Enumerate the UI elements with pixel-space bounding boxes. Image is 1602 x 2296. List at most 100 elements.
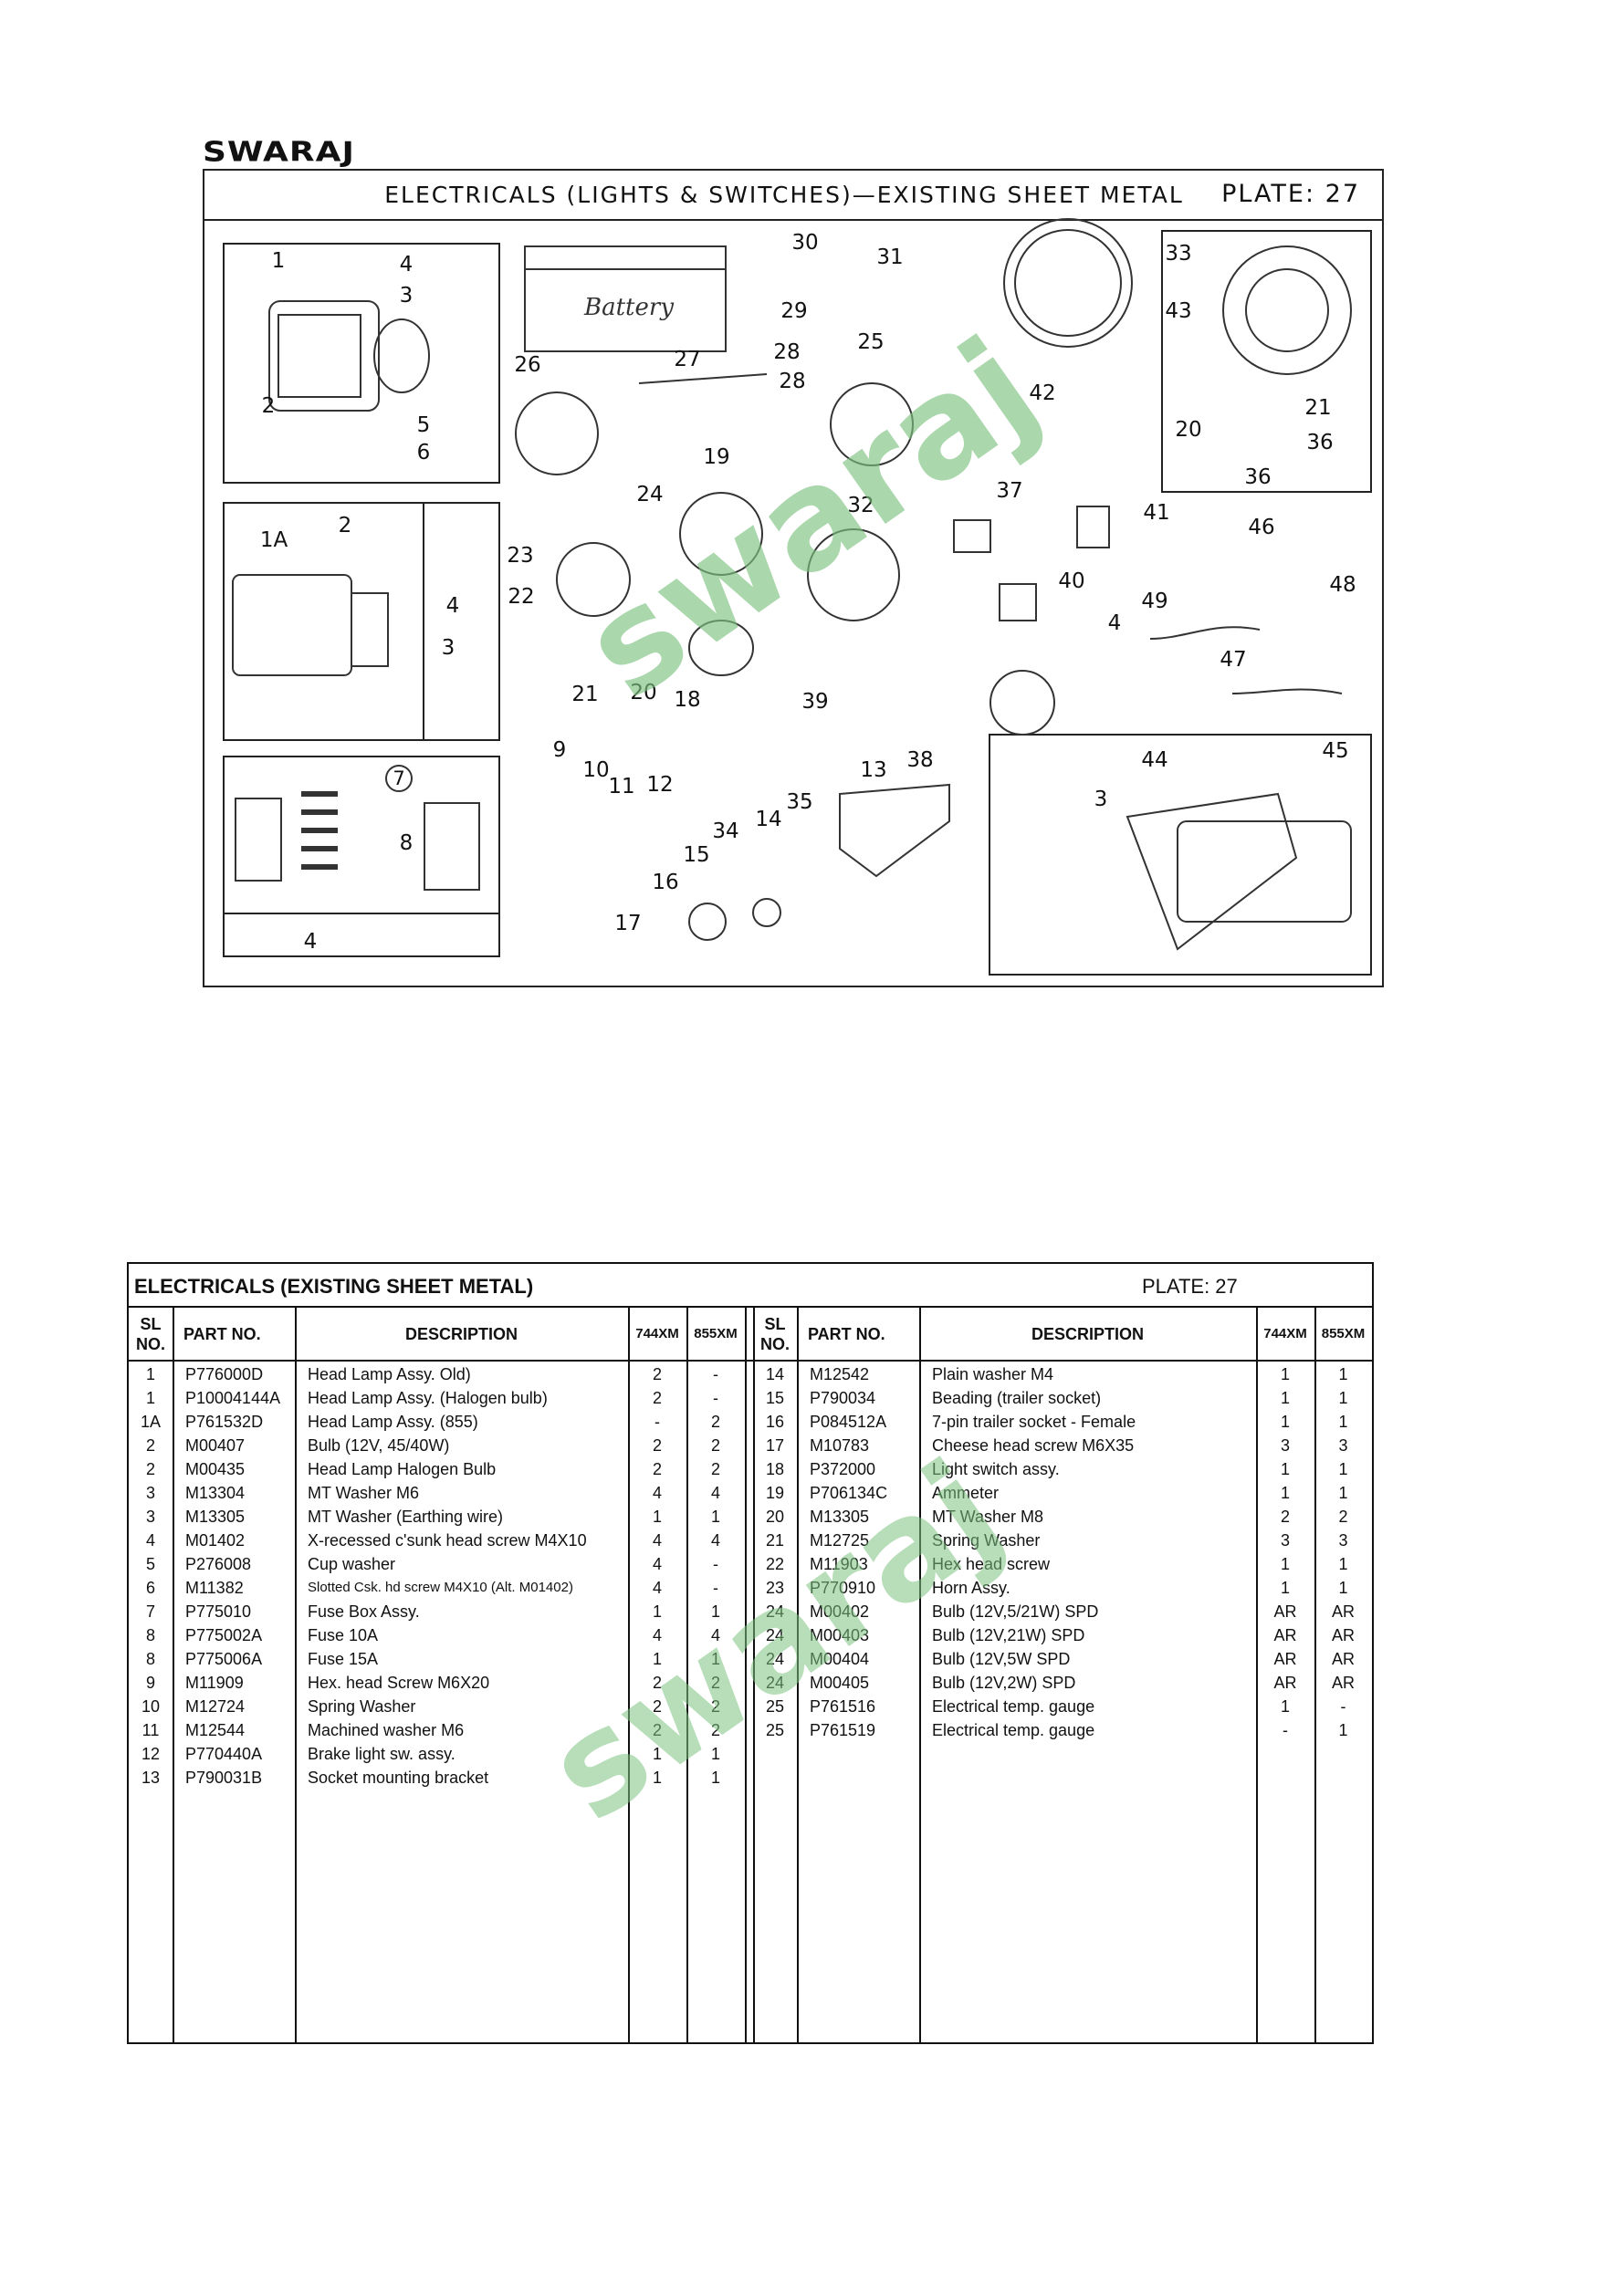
cell-qty-744xm: 2 xyxy=(652,1436,662,1455)
cell-description: Head Lamp Halogen Bulb xyxy=(308,1460,497,1478)
cell-qty-744xm: 2 xyxy=(652,1721,662,1739)
cell-description: Spring Washer xyxy=(932,1531,1041,1550)
battery-label: Battery xyxy=(583,294,674,321)
cell-qty-855xm: AR xyxy=(1331,1602,1355,1621)
headlamp-855-box xyxy=(223,502,500,741)
diagram-title: ELECTRICALS (LIGHTS & SWITCHES)—EXISTING… xyxy=(384,182,1184,208)
battery-drawing xyxy=(524,245,727,352)
header-sl: SL NO. xyxy=(135,1314,165,1353)
cell-part-no: M00407 xyxy=(185,1436,246,1455)
cell-qty-855xm: AR xyxy=(1331,1626,1355,1644)
cell-qty-744xm: 1 xyxy=(1280,1697,1290,1716)
cell-description: Fuse 10A xyxy=(308,1626,379,1644)
cell-sl-no: 1A xyxy=(140,1413,162,1431)
cell-qty-744xm: 1 xyxy=(1280,1460,1290,1478)
headlamp-drawing xyxy=(268,300,430,412)
callout-number: 9 xyxy=(552,738,567,762)
cell-sl-no: 4 xyxy=(145,1531,155,1550)
column-divider xyxy=(1314,1306,1316,2042)
divider xyxy=(223,913,498,914)
callout-number: 36 xyxy=(1244,465,1272,489)
callout-number: 14 xyxy=(755,808,782,831)
cell-qty-855xm: - xyxy=(713,1365,718,1383)
cell-description: Machined washer M6 xyxy=(308,1721,465,1739)
cell-qty-855xm: 3 xyxy=(1338,1531,1348,1550)
cell-description: Hex head screw xyxy=(932,1555,1051,1573)
cell-sl-no: 25 xyxy=(765,1721,785,1739)
cell-part-no: M10783 xyxy=(810,1436,870,1455)
cell-qty-744xm: 3 xyxy=(1280,1531,1290,1550)
cell-description: 7-pin trailer socket - Female xyxy=(932,1413,1136,1431)
cell-sl-no: 1 xyxy=(145,1389,155,1407)
cell-part-no: M00403 xyxy=(810,1626,870,1644)
header-sl: SL NO. xyxy=(759,1314,790,1353)
cell-part-no: P761519 xyxy=(810,1721,876,1739)
cell-sl-no: 1 xyxy=(145,1365,155,1383)
callout-number: 43 xyxy=(1165,299,1192,323)
callout-number: 17 xyxy=(614,912,642,935)
cell-part-no: P770910 xyxy=(810,1579,876,1597)
cell-description: Bulb (12V,5/21W) SPD xyxy=(932,1602,1099,1621)
cell-description: Cup washer xyxy=(308,1555,396,1573)
cell-qty-855xm: - xyxy=(1340,1697,1346,1716)
callout-number: 3 xyxy=(441,636,455,660)
headlamp-855-drawing xyxy=(232,574,389,676)
cell-part-no: M11909 xyxy=(185,1674,244,1692)
cell-description: MT Washer M6 xyxy=(308,1484,420,1502)
cell-qty-744xm: - xyxy=(1283,1721,1288,1739)
cell-qty-744xm: 4 xyxy=(652,1484,662,1502)
cell-description: Slotted Csk. hd screw M4X10 (Alt. M01402… xyxy=(308,1580,573,1595)
callout-number: 3 xyxy=(399,284,414,308)
cell-sl-no: 20 xyxy=(765,1508,785,1526)
cell-qty-855xm: 1 xyxy=(1338,1484,1348,1502)
cell-sl-no: 10 xyxy=(141,1697,161,1716)
cell-sl-no: 23 xyxy=(765,1579,785,1597)
cell-qty-744xm: 1 xyxy=(1280,1484,1290,1502)
cell-description: Fuse Box Assy. xyxy=(308,1602,420,1621)
callout-number: 12 xyxy=(646,773,674,797)
cell-sl-no: 25 xyxy=(765,1697,785,1716)
divider xyxy=(423,502,424,739)
cell-sl-no: 19 xyxy=(765,1484,785,1502)
cell-qty-855xm: 4 xyxy=(710,1484,720,1502)
cell-qty-855xm: 2 xyxy=(710,1697,720,1716)
cell-part-no: P775002A xyxy=(185,1626,263,1644)
callout-number: 34 xyxy=(712,819,739,843)
cell-qty-744xm: 1 xyxy=(1280,1365,1290,1383)
header-q1: 744XM xyxy=(1263,1325,1307,1341)
cell-qty-744xm: 1 xyxy=(1280,1389,1290,1407)
callout-number: 24 xyxy=(636,483,664,506)
callout-number: 25 xyxy=(857,330,885,354)
cell-sl-no: 3 xyxy=(145,1484,155,1502)
cell-description: Hex. head Screw M6X20 xyxy=(308,1674,490,1692)
plate-number: PLATE: 27 xyxy=(1221,180,1360,208)
socket-drawing xyxy=(688,783,950,941)
header-q2: 855XM xyxy=(694,1325,738,1341)
cell-qty-744xm: AR xyxy=(1273,1626,1297,1644)
table-title: ELECTRICALS (EXISTING SHEET METAL) xyxy=(134,1275,534,1298)
cell-qty-855xm: 2 xyxy=(710,1436,720,1455)
cell-part-no: M11903 xyxy=(810,1555,868,1573)
cell-part-no: P775006A xyxy=(185,1650,263,1668)
callout-number: 19 xyxy=(703,445,730,469)
cell-qty-855xm: - xyxy=(713,1579,718,1597)
callout-number: 13 xyxy=(860,758,887,782)
cell-part-no: M01402 xyxy=(185,1531,246,1550)
cell-qty-855xm: 1 xyxy=(1338,1721,1348,1739)
fuse-box-box xyxy=(223,756,500,957)
cell-description: Fuse 15A xyxy=(308,1650,379,1668)
callout-number: 4 xyxy=(1107,611,1122,635)
cell-qty-744xm: 2 xyxy=(1280,1508,1290,1526)
tail-lamp-box xyxy=(989,734,1372,976)
cell-sl-no: 8 xyxy=(145,1650,155,1668)
cell-qty-855xm: AR xyxy=(1331,1674,1355,1692)
callout-number: 2 xyxy=(338,514,352,537)
cell-part-no: M12724 xyxy=(185,1697,246,1716)
cell-qty-744xm: 1 xyxy=(652,1508,662,1526)
callout-number: 20 xyxy=(1175,418,1202,442)
cell-qty-744xm: AR xyxy=(1273,1650,1297,1668)
cell-qty-855xm: 2 xyxy=(1338,1508,1348,1526)
cell-part-no: M13305 xyxy=(185,1508,246,1526)
cell-qty-855xm: AR xyxy=(1331,1650,1355,1668)
cell-sl-no: 9 xyxy=(145,1674,155,1692)
